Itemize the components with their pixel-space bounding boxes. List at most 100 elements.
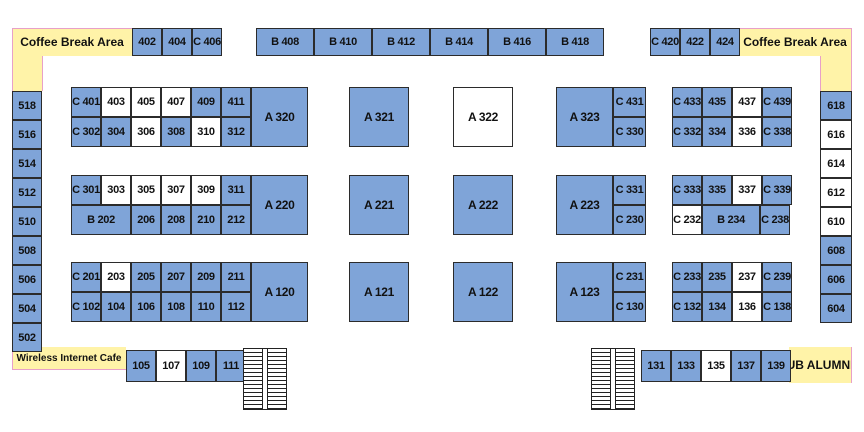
booth-b408[interactable]: B 408: [256, 28, 314, 56]
booth-b412[interactable]: B 412: [372, 28, 430, 56]
booth-b108[interactable]: 108: [161, 292, 191, 322]
booth-b606[interactable]: 606: [820, 265, 852, 294]
booth-a222[interactable]: A 222: [453, 175, 513, 235]
booth-b614[interactable]: 614: [820, 149, 852, 178]
booth-c201[interactable]: C 201: [71, 262, 101, 292]
booth-b306[interactable]: 306: [131, 117, 161, 147]
booth-b402[interactable]: 402: [132, 28, 162, 56]
booth-b106[interactable]: 106: [131, 292, 161, 322]
booth-b304[interactable]: 304: [101, 117, 131, 147]
booth-b504[interactable]: 504: [12, 294, 42, 323]
booth-b107[interactable]: 107: [156, 350, 186, 382]
booth-b612[interactable]: 612: [820, 178, 852, 207]
booth-b618[interactable]: 618: [820, 91, 852, 120]
booth-a322[interactable]: A 322: [453, 87, 513, 147]
booth-c330[interactable]: C 330: [613, 117, 646, 147]
booth-b506[interactable]: 506: [12, 265, 42, 294]
booth-b418[interactable]: B 418: [546, 28, 604, 56]
booth-b235[interactable]: 235: [702, 262, 732, 292]
booth-a221[interactable]: A 221: [349, 175, 409, 235]
booth-b510[interactable]: 510: [12, 207, 42, 236]
booth-b437[interactable]: 437: [732, 87, 762, 117]
booth-b109[interactable]: 109: [186, 350, 216, 382]
booth-b137[interactable]: 137: [731, 350, 761, 382]
booth-b518[interactable]: 518: [12, 91, 42, 120]
booth-b424[interactable]: 424: [710, 28, 740, 56]
booth-a123[interactable]: A 123: [556, 262, 613, 322]
booth-b206[interactable]: 206: [131, 205, 161, 235]
booth-b104[interactable]: 104: [101, 292, 131, 322]
booth-b416[interactable]: B 416: [488, 28, 546, 56]
booth-c401[interactable]: C 401: [71, 87, 101, 117]
booth-b335[interactable]: 335: [702, 175, 732, 205]
booth-b502[interactable]: 502: [12, 323, 42, 352]
booth-b305[interactable]: 305: [131, 175, 161, 205]
booth-b307[interactable]: 307: [161, 175, 191, 205]
booth-b514[interactable]: 514: [12, 149, 42, 178]
booth-a120[interactable]: A 120: [251, 262, 308, 322]
booth-b516[interactable]: 516: [12, 120, 42, 149]
booth-b131[interactable]: 131: [641, 350, 671, 382]
booth-b209[interactable]: 209: [191, 262, 221, 292]
booth-b205[interactable]: 205: [131, 262, 161, 292]
booth-b512[interactable]: 512: [12, 178, 42, 207]
booth-b337[interactable]: 337: [732, 175, 762, 205]
booth-a122[interactable]: A 122: [453, 262, 513, 322]
booth-b309[interactable]: 309: [191, 175, 221, 205]
booth-c301[interactable]: C 301: [71, 175, 101, 205]
booth-b311[interactable]: 311: [221, 175, 251, 205]
booth-b135[interactable]: 135: [701, 350, 731, 382]
booth-b435[interactable]: 435: [702, 87, 732, 117]
booth-c138[interactable]: C 138: [762, 292, 792, 322]
booth-b210[interactable]: 210: [191, 205, 221, 235]
booth-a220[interactable]: A 220: [251, 175, 308, 235]
booth-b110[interactable]: 110: [191, 292, 221, 322]
booth-b234[interactable]: B 234: [702, 205, 760, 235]
booth-b610[interactable]: 610: [820, 207, 852, 236]
booth-c132[interactable]: C 132: [672, 292, 702, 322]
booth-c230[interactable]: C 230: [613, 205, 646, 235]
booth-b139[interactable]: 139: [761, 350, 791, 382]
booth-c431[interactable]: C 431: [613, 87, 646, 117]
booth-b336[interactable]: 336: [732, 117, 762, 147]
booth-c338[interactable]: C 338: [762, 117, 792, 147]
booth-b407[interactable]: 407: [161, 87, 191, 117]
booth-a223[interactable]: A 223: [556, 175, 613, 235]
booth-a121[interactable]: A 121: [349, 262, 409, 322]
booth-c239[interactable]: C 239: [762, 262, 792, 292]
booth-b410[interactable]: B 410: [314, 28, 372, 56]
booth-b211[interactable]: 211: [221, 262, 251, 292]
booth-b409[interactable]: 409: [191, 87, 221, 117]
booth-c333[interactable]: C 333: [672, 175, 702, 205]
booth-b202[interactable]: B 202: [71, 205, 131, 235]
booth-b203[interactable]: 203: [101, 262, 131, 292]
booth-b405[interactable]: 405: [131, 87, 161, 117]
booth-b303[interactable]: 303: [101, 175, 131, 205]
booth-c233[interactable]: C 233: [672, 262, 702, 292]
booth-c331[interactable]: C 331: [613, 175, 646, 205]
booth-b334[interactable]: 334: [702, 117, 732, 147]
booth-c339[interactable]: C 339: [762, 175, 792, 205]
booth-c332[interactable]: C 332: [672, 117, 702, 147]
booth-b212[interactable]: 212: [221, 205, 251, 235]
booth-b310[interactable]: 310: [191, 117, 221, 147]
booth-b411[interactable]: 411: [221, 87, 251, 117]
booth-c238[interactable]: C 238: [760, 205, 790, 235]
booth-c130[interactable]: C 130: [613, 292, 646, 322]
booth-b136[interactable]: 136: [732, 292, 762, 322]
booth-c232[interactable]: C 232: [672, 205, 702, 235]
booth-b404[interactable]: 404: [162, 28, 192, 56]
booth-b422[interactable]: 422: [680, 28, 710, 56]
booth-b616[interactable]: 616: [820, 120, 852, 149]
booth-b608[interactable]: 608: [820, 236, 852, 265]
booth-c433[interactable]: C 433: [672, 87, 702, 117]
booth-b207[interactable]: 207: [161, 262, 191, 292]
booth-b133[interactable]: 133: [671, 350, 701, 382]
booth-b208[interactable]: 208: [161, 205, 191, 235]
booth-c420[interactable]: C 420: [650, 28, 680, 56]
booth-c102[interactable]: C 102: [71, 292, 101, 322]
booth-b134[interactable]: 134: [702, 292, 732, 322]
booth-b414[interactable]: B 414: [430, 28, 488, 56]
booth-a320[interactable]: A 320: [251, 87, 308, 147]
booth-b237[interactable]: 237: [732, 262, 762, 292]
